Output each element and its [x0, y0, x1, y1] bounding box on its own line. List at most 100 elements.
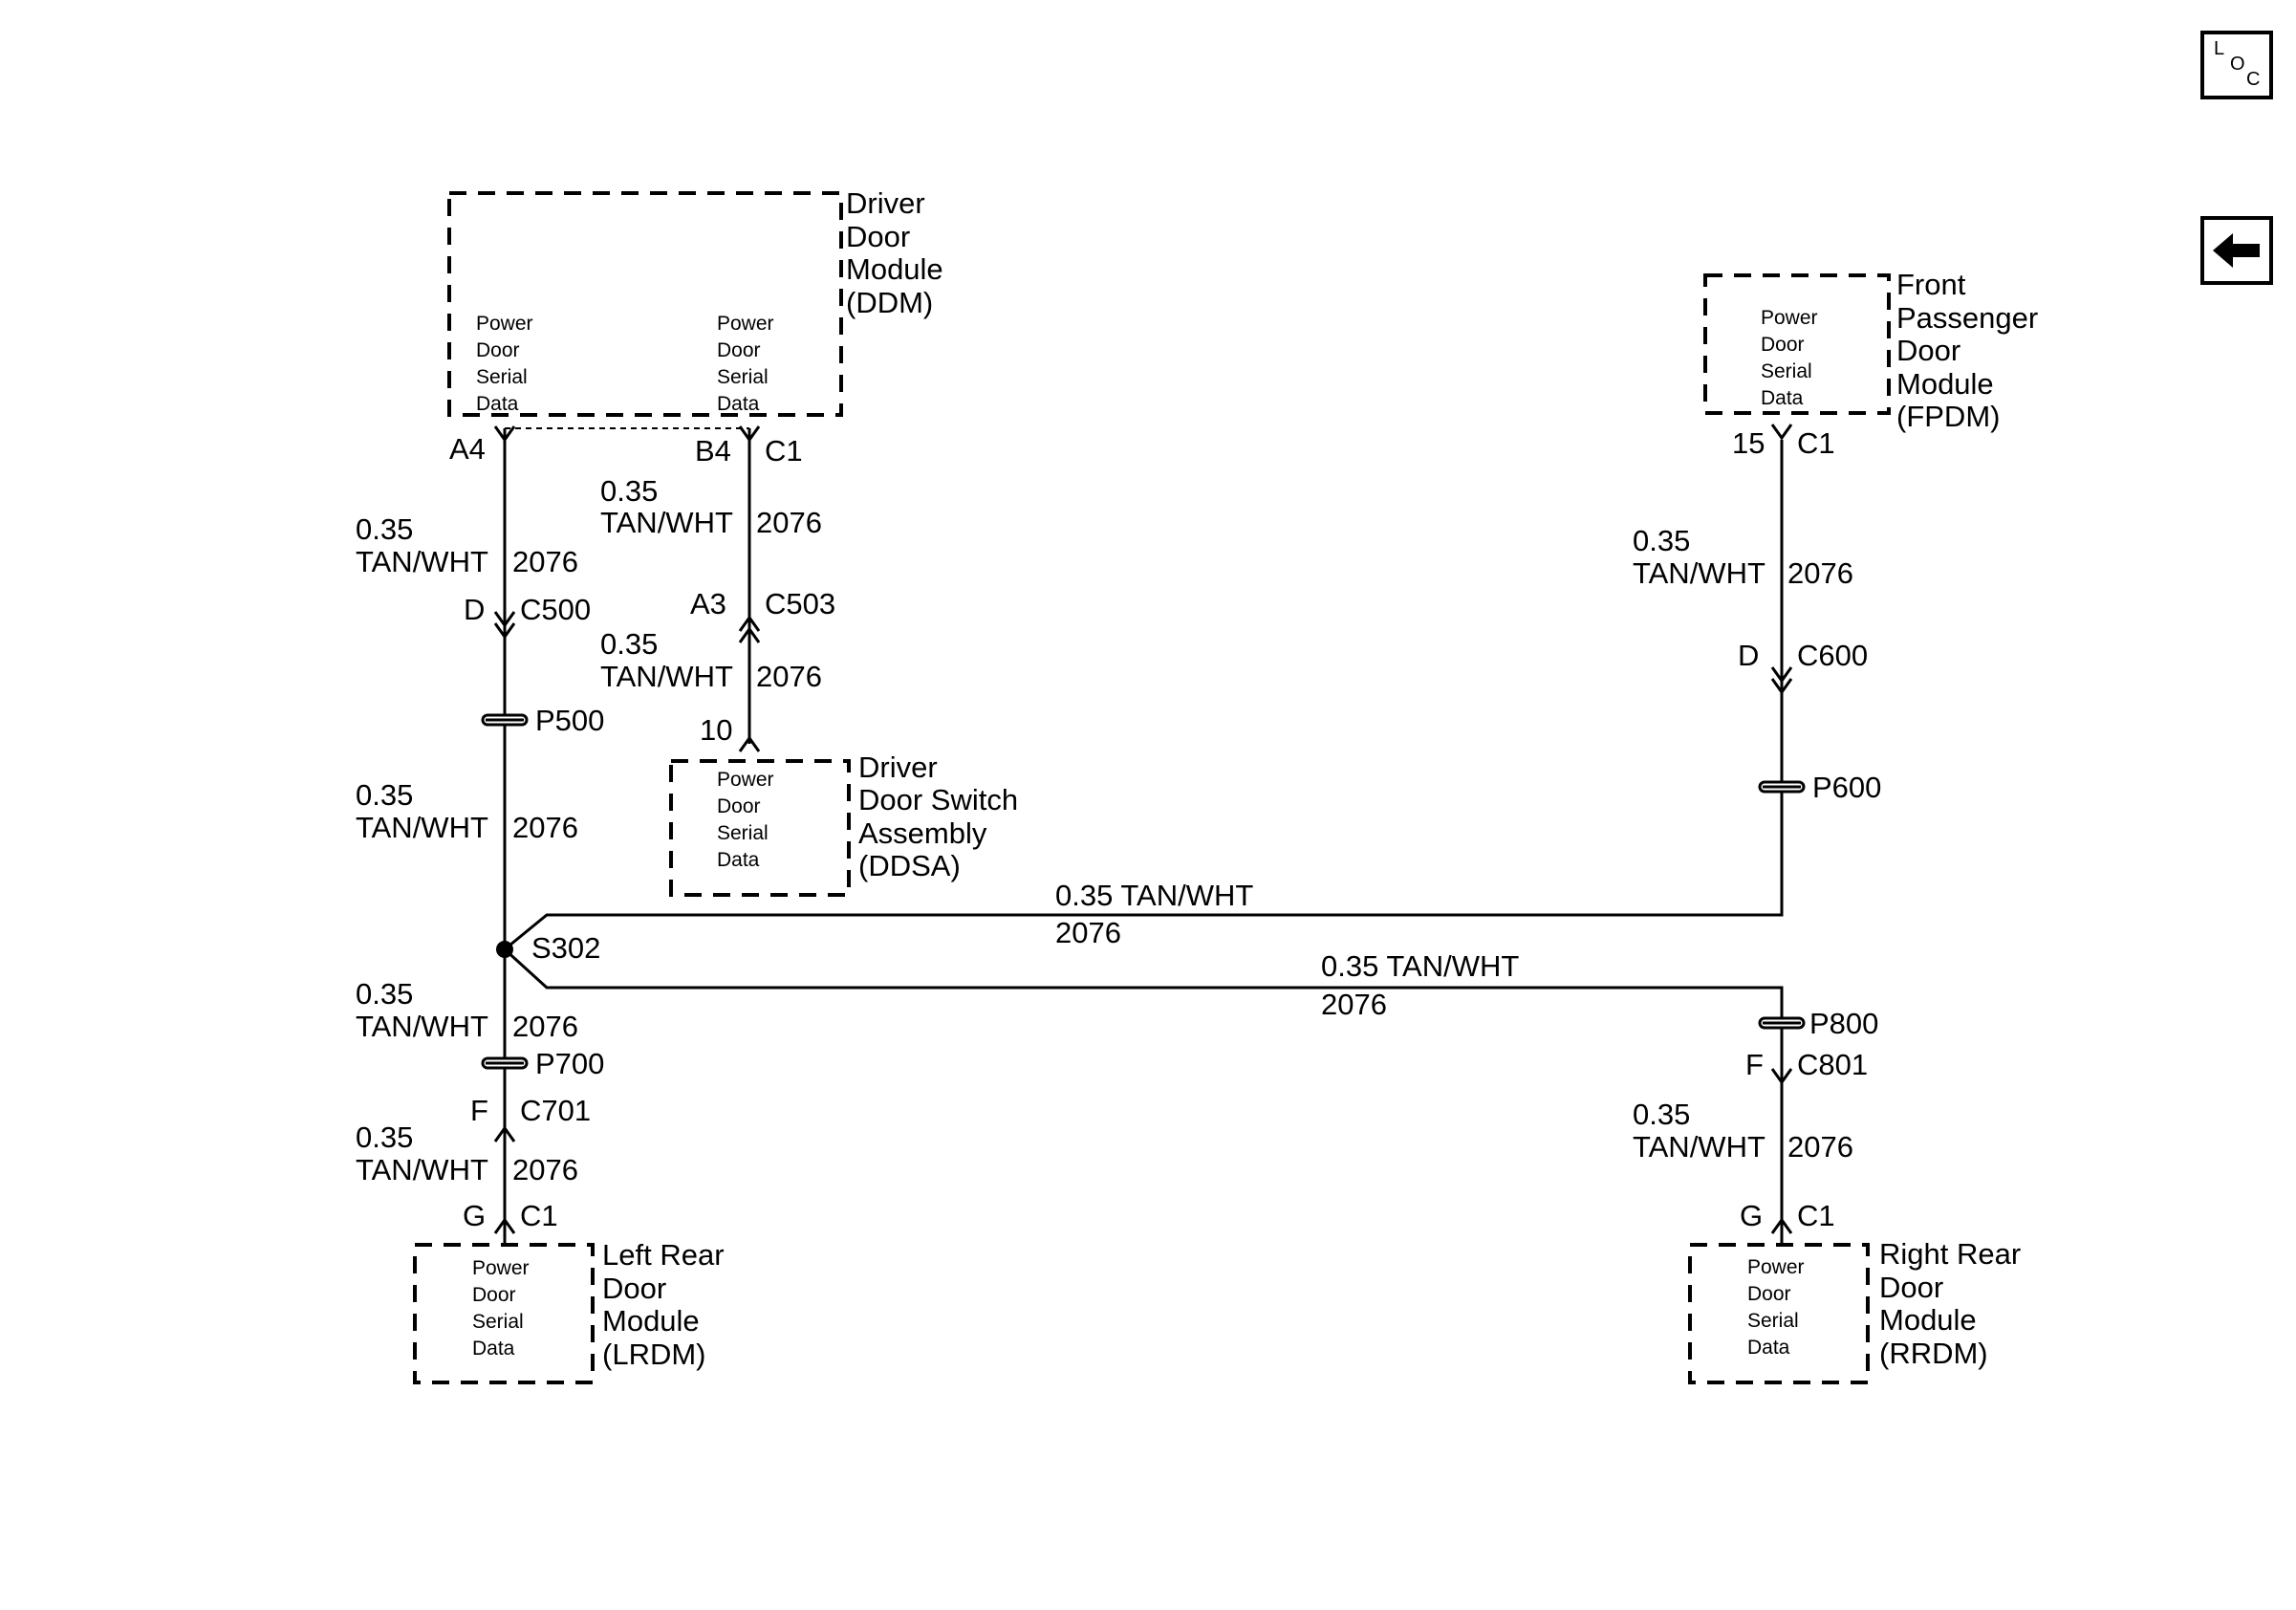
svg-text:0.35: 0.35	[356, 1120, 413, 1154]
svg-text:D: D	[464, 593, 485, 626]
svg-text:C1: C1	[1797, 426, 1835, 460]
back-button[interactable]	[2200, 216, 2273, 285]
ddsa-module: Power Door Serial Data Driver Door Switc…	[669, 751, 1018, 897]
svg-text:F: F	[1745, 1048, 1764, 1081]
svg-text:Serial: Serial	[1761, 360, 1812, 382]
svg-text:TAN/WHT: TAN/WHT	[600, 660, 733, 693]
svg-text:Power: Power	[472, 1257, 530, 1279]
ddm-pin-a4: A4	[449, 432, 486, 466]
svg-text:A3: A3	[690, 587, 726, 620]
svg-text:0.35: 0.35	[356, 977, 413, 1011]
svg-text:Data: Data	[1747, 1337, 1790, 1359]
svg-text:F: F	[470, 1094, 488, 1127]
svg-text:G: G	[1740, 1199, 1763, 1232]
svg-text:P600: P600	[1812, 771, 1881, 804]
svg-text:Front: Front	[1896, 268, 1966, 301]
svg-text:0.35 TAN/WHT: 0.35 TAN/WHT	[1321, 949, 1519, 983]
svg-text:Data: Data	[1761, 387, 1804, 409]
svg-text:2076: 2076	[512, 545, 578, 578]
svg-text:P800: P800	[1809, 1007, 1878, 1040]
svg-text:Passenger: Passenger	[1896, 301, 2038, 335]
svg-text:L: L	[2214, 38, 2224, 59]
svg-text:Data: Data	[717, 393, 760, 415]
pass-through-p600: P600	[1758, 771, 1881, 804]
svg-text:C600: C600	[1797, 639, 1868, 672]
connector-c801: F C801	[1745, 1048, 1868, 1085]
svg-text:Module: Module	[602, 1304, 700, 1338]
svg-text:2076: 2076	[756, 506, 822, 539]
pass-through-p700: P700	[481, 1047, 604, 1080]
svg-text:0.35: 0.35	[600, 474, 658, 508]
svg-text:Door: Door	[1761, 334, 1805, 356]
svg-text:Serial: Serial	[1747, 1310, 1799, 1332]
svg-text:C503: C503	[765, 587, 835, 620]
svg-text:TAN/WHT: TAN/WHT	[356, 811, 488, 844]
svg-text:Door: Door	[472, 1284, 516, 1306]
svg-text:C: C	[2246, 69, 2260, 90]
lrdm-module: Power Door Serial Data Left Rear Door Mo…	[413, 1238, 725, 1384]
svg-text:10: 10	[700, 713, 732, 747]
svg-text:0.35: 0.35	[600, 627, 658, 661]
pass-through-p500: P500	[481, 704, 604, 737]
svg-text:2076: 2076	[512, 811, 578, 844]
svg-text:(LRDM): (LRDM)	[602, 1338, 706, 1371]
svg-text:(FPDM): (FPDM)	[1896, 400, 2000, 433]
svg-text:0.35 TAN/WHT: 0.35 TAN/WHT	[1055, 879, 1253, 912]
svg-text:C500: C500	[520, 593, 591, 626]
svg-text:2076: 2076	[512, 1153, 578, 1186]
svg-text:Driver: Driver	[858, 751, 938, 784]
ddm-name-3: Module	[846, 252, 943, 286]
svg-text:0.35: 0.35	[1633, 1098, 1690, 1131]
svg-text:Module: Module	[1879, 1303, 1977, 1337]
svg-text:C801: C801	[1797, 1048, 1868, 1081]
svg-text:2076: 2076	[1321, 988, 1387, 1021]
ddm-module: Driver Door Module (DDM) Power Door Seri…	[447, 186, 943, 417]
svg-text:2076: 2076	[1055, 916, 1121, 949]
svg-text:TAN/WHT: TAN/WHT	[1633, 1130, 1765, 1164]
svg-text:Serial: Serial	[717, 366, 769, 388]
fpdm-module: Power Door Serial Data Front Passenger D…	[1703, 268, 2038, 433]
svg-text:S302: S302	[531, 931, 600, 965]
svg-text:TAN/WHT: TAN/WHT	[600, 506, 733, 539]
svg-text:Data: Data	[717, 849, 760, 871]
connector-c500: D C500	[464, 593, 591, 640]
svg-text:TAN/WHT: TAN/WHT	[356, 1153, 488, 1186]
loc-button[interactable]: L O C	[2200, 31, 2273, 99]
svg-text:Door: Door	[602, 1272, 666, 1305]
svg-text:Door: Door	[476, 339, 520, 361]
svg-text:15: 15	[1732, 426, 1765, 460]
svg-text:Door: Door	[717, 795, 761, 817]
pass-through-p800: P800	[1758, 1007, 1878, 1040]
svg-text:Data: Data	[476, 393, 519, 415]
svg-text:2076: 2076	[1787, 1130, 1853, 1164]
svg-text:C701: C701	[520, 1094, 591, 1127]
svg-text:Serial: Serial	[472, 1311, 524, 1333]
svg-text:(DDSA): (DDSA)	[858, 849, 961, 882]
ddm-pin-b4: B4	[695, 434, 731, 468]
svg-text:TAN/WHT: TAN/WHT	[356, 545, 488, 578]
svg-text:C1: C1	[520, 1199, 558, 1232]
svg-text:Door: Door	[1747, 1283, 1791, 1305]
svg-text:Door: Door	[717, 339, 761, 361]
svg-text:Door: Door	[1896, 334, 1960, 367]
svg-text:Serial: Serial	[476, 366, 528, 388]
svg-text:Serial: Serial	[717, 822, 769, 844]
svg-text:TAN/WHT: TAN/WHT	[356, 1010, 488, 1043]
svg-text:2076: 2076	[756, 660, 822, 693]
svg-text:C1: C1	[1797, 1199, 1835, 1232]
svg-text:Power: Power	[717, 313, 774, 335]
splice-s302: S302	[496, 931, 600, 965]
ddm-name-4: (DDM)	[846, 286, 933, 319]
svg-text:P500: P500	[535, 704, 604, 737]
svg-text:0.35: 0.35	[1633, 524, 1690, 557]
svg-text:0.35: 0.35	[356, 778, 413, 812]
svg-text:Right Rear: Right Rear	[1879, 1237, 2021, 1271]
connector-c503: A3 C503	[690, 587, 835, 643]
svg-text:2076: 2076	[512, 1010, 578, 1043]
svg-text:TAN/WHT: TAN/WHT	[1633, 556, 1765, 590]
svg-text:(RRDM): (RRDM)	[1879, 1337, 1988, 1370]
connector-c701: F C701	[470, 1094, 591, 1142]
svg-text:G: G	[463, 1199, 486, 1232]
svg-text:P700: P700	[535, 1047, 604, 1080]
